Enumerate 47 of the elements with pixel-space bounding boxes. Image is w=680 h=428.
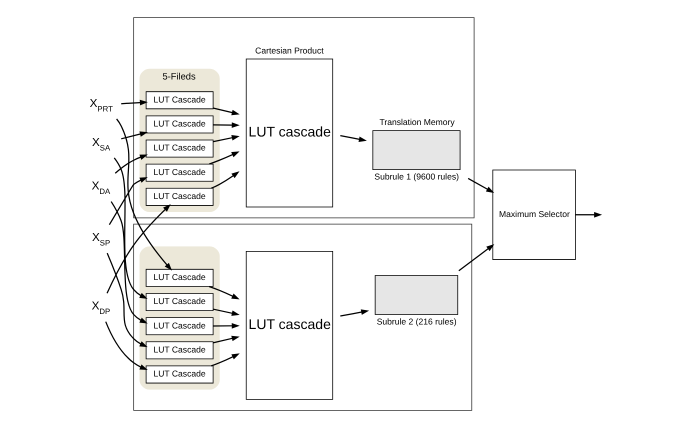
node-box: LUT Cascade	[146, 268, 214, 287]
node-label: Subrule 1 (9600 rules)	[374, 172, 459, 182]
arrow	[121, 131, 148, 140]
arrow	[110, 201, 148, 324]
node-box: LUT Cascade	[146, 140, 214, 158]
node-box: LUT Cascade	[146, 366, 214, 384]
node-box: LUT Cascade	[146, 91, 214, 110]
arrow	[211, 353, 240, 366]
arrow	[106, 252, 148, 348]
node-label: Subrule 2 (216 rules)	[376, 316, 457, 326]
arrow	[208, 286, 240, 300]
cluster	[133, 224, 472, 411]
node-text: X$_{DP}$	[92, 299, 110, 316]
arrow	[108, 177, 148, 226]
node-text: X$_{SP}$	[92, 230, 110, 248]
node-box: Maximum Selector	[492, 170, 576, 260]
arrow	[458, 244, 494, 272]
arrow	[114, 158, 148, 299]
arrow	[211, 171, 240, 189]
arrow	[121, 100, 148, 106]
arrow	[213, 308, 240, 316]
arrow	[340, 309, 370, 317]
node-label: Translation Memory	[379, 117, 455, 128]
node-box: LUT Cascade	[146, 293, 214, 311]
arrow	[213, 323, 240, 329]
arrow	[213, 108, 240, 116]
arrow	[340, 135, 367, 142]
node-label: Cartesian Product	[255, 45, 324, 56]
arrow	[213, 122, 240, 128]
node-text: X$_{SA}$	[92, 136, 110, 152]
node-box: LUT Cascade	[146, 188, 214, 206]
arrow	[105, 321, 148, 370]
arrow	[208, 151, 240, 165]
node-text: X$_{PRT}$	[90, 96, 113, 114]
arrow	[213, 336, 240, 344]
node-box: LUT Cascade	[146, 341, 214, 360]
arrow	[213, 135, 240, 142]
node-box: LUT Cascade	[146, 115, 214, 134]
arrow	[576, 212, 602, 218]
arrow	[116, 118, 172, 271]
node-text: X$_{DA}$	[92, 179, 110, 196]
arrow	[468, 178, 494, 193]
node-box: LUT Cascade	[146, 164, 214, 182]
node-box: LUT Cascade	[146, 317, 214, 336]
cluster	[133, 17, 474, 218]
arrow	[114, 154, 148, 174]
arrow	[106, 204, 171, 294]
